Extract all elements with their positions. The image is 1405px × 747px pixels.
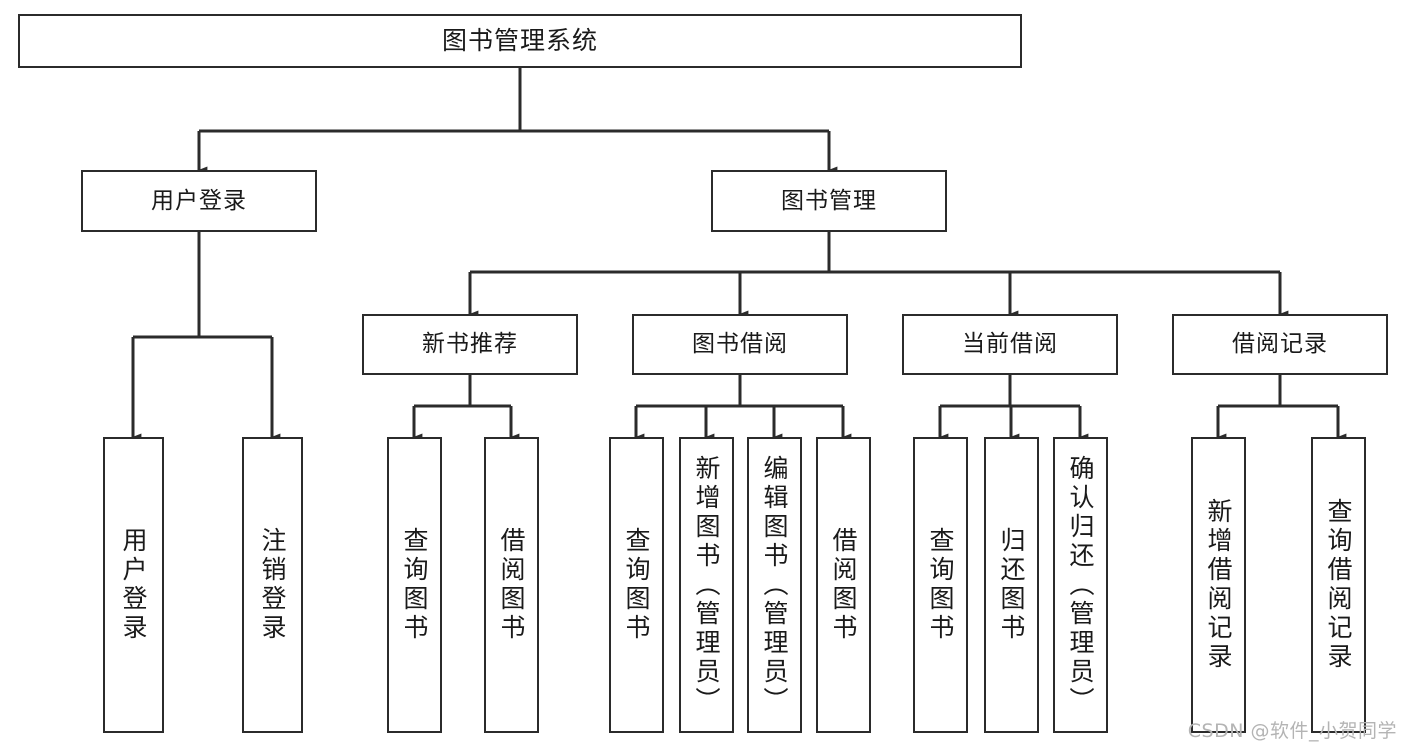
- leaf-node[interactable]: 新增借阅记录: [1191, 437, 1246, 733]
- leaf-node[interactable]: 借阅图书: [816, 437, 871, 733]
- connector-lines: [131, 68, 1347, 441]
- leaf-node-label: 借阅图书: [497, 527, 526, 643]
- level3-node-label: 新书推荐: [422, 331, 518, 358]
- level3-node-label: 图书借阅: [692, 331, 788, 358]
- leaf-node-label: 查询借阅记录: [1324, 498, 1353, 672]
- leaf-node[interactable]: 查询借阅记录: [1311, 437, 1366, 733]
- leaf-node-label: 借阅图书: [829, 527, 858, 643]
- level3-node[interactable]: 图书借阅: [632, 314, 848, 375]
- level3-node[interactable]: 借阅记录: [1172, 314, 1388, 375]
- leaf-node[interactable]: 新增图书（管理员）: [679, 437, 734, 733]
- level2-node[interactable]: 图书管理: [711, 170, 947, 232]
- leaf-node[interactable]: 查询图书: [387, 437, 442, 733]
- leaf-node-label: 新增借阅记录: [1204, 498, 1233, 672]
- leaf-node[interactable]: 确认归还（管理员）: [1053, 437, 1108, 733]
- leaf-node[interactable]: 查询图书: [609, 437, 664, 733]
- leaf-node[interactable]: 查询图书: [913, 437, 968, 733]
- leaf-node[interactable]: 编辑图书（管理员）: [747, 437, 802, 733]
- leaf-node-label: 新增图书（管理员）: [692, 454, 721, 716]
- level3-node[interactable]: 当前借阅: [902, 314, 1118, 375]
- leaf-node-label: 编辑图书（管理员）: [760, 454, 789, 716]
- leaf-node[interactable]: 用户登录: [103, 437, 164, 733]
- level3-node-label: 当前借阅: [962, 331, 1058, 358]
- leaf-node[interactable]: 借阅图书: [484, 437, 539, 733]
- leaf-node-label: 查询图书: [622, 527, 651, 643]
- leaf-node[interactable]: 归还图书: [984, 437, 1039, 733]
- root-node[interactable]: 图书管理系统: [18, 14, 1022, 68]
- leaf-node-label: 归还图书: [997, 527, 1026, 643]
- root-node-label: 图书管理系统: [441, 25, 598, 55]
- level2-node-label: 用户登录: [151, 187, 247, 214]
- leaf-node[interactable]: 注销登录: [242, 437, 303, 733]
- level3-node-label: 借阅记录: [1232, 331, 1328, 358]
- leaf-node-label: 用户登录: [119, 527, 148, 643]
- level2-node-label: 图书管理: [781, 187, 877, 214]
- level3-node[interactable]: 新书推荐: [362, 314, 578, 375]
- leaf-node-label: 查询图书: [926, 527, 955, 643]
- leaf-node-label: 确认归还（管理员）: [1066, 454, 1095, 716]
- leaf-node-label: 查询图书: [400, 527, 429, 643]
- leaf-node-label: 注销登录: [258, 527, 287, 643]
- level2-node[interactable]: 用户登录: [81, 170, 317, 232]
